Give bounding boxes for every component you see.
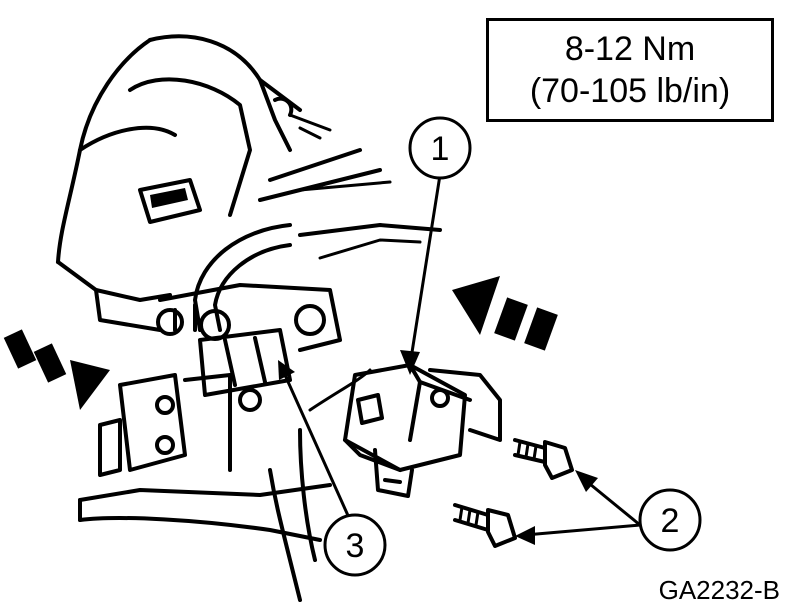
torque-spec-box: 8-12 Nm (70-105 lb/in) <box>486 18 774 122</box>
figure-code: GA2232-B <box>658 575 780 605</box>
arrow-right-dashed <box>452 276 558 351</box>
callout-2-number: 2 <box>661 502 680 540</box>
torque-metric: 8-12 Nm <box>564 30 696 68</box>
callout-3-number: 3 <box>346 527 365 565</box>
callout-1: 1 <box>408 116 472 180</box>
sensor-module-drawing <box>343 363 502 498</box>
callout-3: 3 <box>323 513 387 577</box>
bolt-upper <box>513 438 574 480</box>
bolt-lower <box>453 503 517 548</box>
callout-2: 2 <box>638 488 702 552</box>
arrow-left-dashed <box>3 329 110 410</box>
leader-lines <box>278 173 642 545</box>
engine-housing-drawing <box>56 34 442 602</box>
torque-imperial: (70-105 lb/in) <box>529 72 731 110</box>
callout-1-number: 1 <box>431 130 450 168</box>
